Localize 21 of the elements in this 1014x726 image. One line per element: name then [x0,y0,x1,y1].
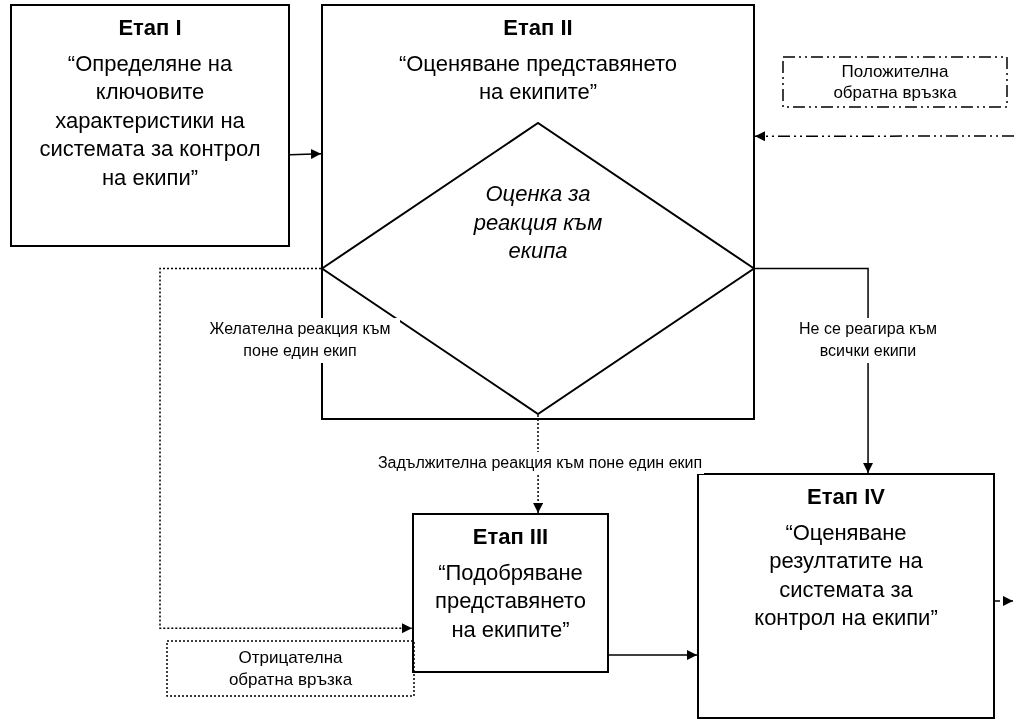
stage-title: Етап II [503,14,573,42]
stage-title: Етап III [472,523,549,551]
stage-description: “Подобряване представянето на екипите” [434,558,587,644]
stage-title: Етап IV [807,483,885,511]
stage-description: “Оценяване представянето на екипите” [397,49,679,107]
stage-box [697,473,995,719]
arrow [994,595,1014,606]
stage-description: “Определяне на ключовите характеристики на системата за контрол на екипи” [38,49,262,192]
arrow [608,650,698,661]
arrow [533,414,544,514]
decision-text: Оценка за реакция към екипа [472,180,604,266]
arrow [289,149,322,160]
edge-label: Задължителна реакция към поне един екип [375,452,705,475]
stage-description: “Оценяване резултатите на системата за контрол на екипи” [753,518,939,633]
stage-box [412,513,609,673]
stage-box [10,4,290,247]
feedback-note: Положителна обратна връзка [782,56,1008,108]
stage-title: Етап I [118,14,182,42]
feedback-note: Отрицателна обратна връзка [166,640,415,697]
arrow [159,267,413,634]
arrow [754,131,1014,142]
